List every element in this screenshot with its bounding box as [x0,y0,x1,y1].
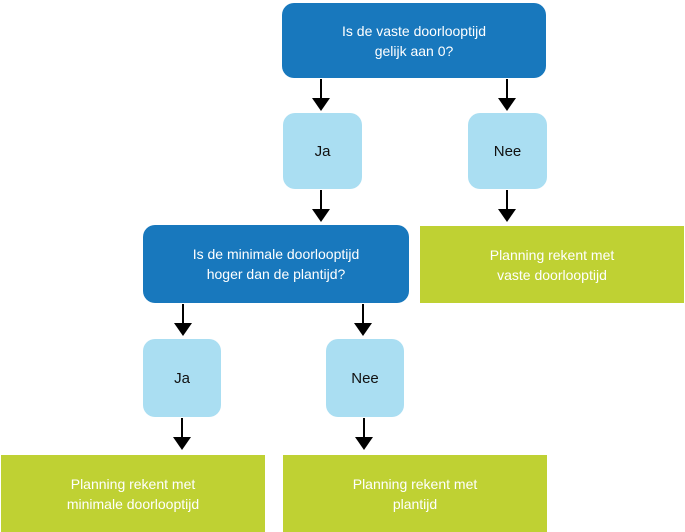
result-text-line1: Planning rekent met [352,475,478,492]
arrow-stem [506,190,508,209]
answer-label: Nee [351,369,379,387]
decision-text-line1: Is de vaste doorlooptijd [342,22,486,39]
arrow-stem [320,190,322,209]
result-node-vaste-doorlooptijd: Planning rekent met vaste doorlooptijd [420,226,684,303]
arrow-head [498,209,516,222]
result-text-line1: Planning rekent met [70,475,196,492]
arrow-head [173,437,191,450]
result-text-line2: plantijd [392,495,438,512]
arrow-head [354,323,372,336]
arrow-stem [362,304,364,323]
arrow-stem [506,79,508,98]
answer-node-nee-1: Nee [468,113,547,189]
decision-text-line1: Is de minimale doorlooptijd [192,246,360,262]
decision-node-minimale-doorlooptijd: Is de minimale doorlooptijd hoger dan de… [143,225,409,303]
answer-node-nee-2: Nee [326,339,404,417]
answer-node-ja-1: Ja [283,113,362,189]
answer-label: Nee [493,142,522,160]
decision-node-vaste-doorlooptijd-nul: Is de vaste doorlooptijd gelijk aan 0? [282,3,546,78]
result-text-line2: minimale doorlooptijd [66,495,200,512]
arrow-head [312,209,330,222]
answer-label: Ja [314,142,331,160]
decision-text-line2: hoger dan de plantijd? [206,266,346,282]
result-node-plantijd: Planning rekent met plantijd [283,455,547,532]
arrow-stem [182,304,184,323]
arrow-head [355,437,373,450]
result-text-line1: Planning rekent met [489,246,615,263]
answer-node-ja-2: Ja [143,339,221,417]
arrow-head [312,98,330,111]
answer-label: Ja [174,369,190,387]
arrow-head [174,323,192,336]
result-node-minimale-doorlooptijd: Planning rekent met minimale doorlooptij… [1,455,265,532]
result-text-line2: vaste doorlooptijd [497,266,607,283]
arrow-stem [320,79,322,98]
arrow-stem [181,418,183,437]
arrow-stem [363,418,365,437]
arrow-head [498,98,516,111]
decision-text-line2: gelijk aan 0? [374,42,454,59]
